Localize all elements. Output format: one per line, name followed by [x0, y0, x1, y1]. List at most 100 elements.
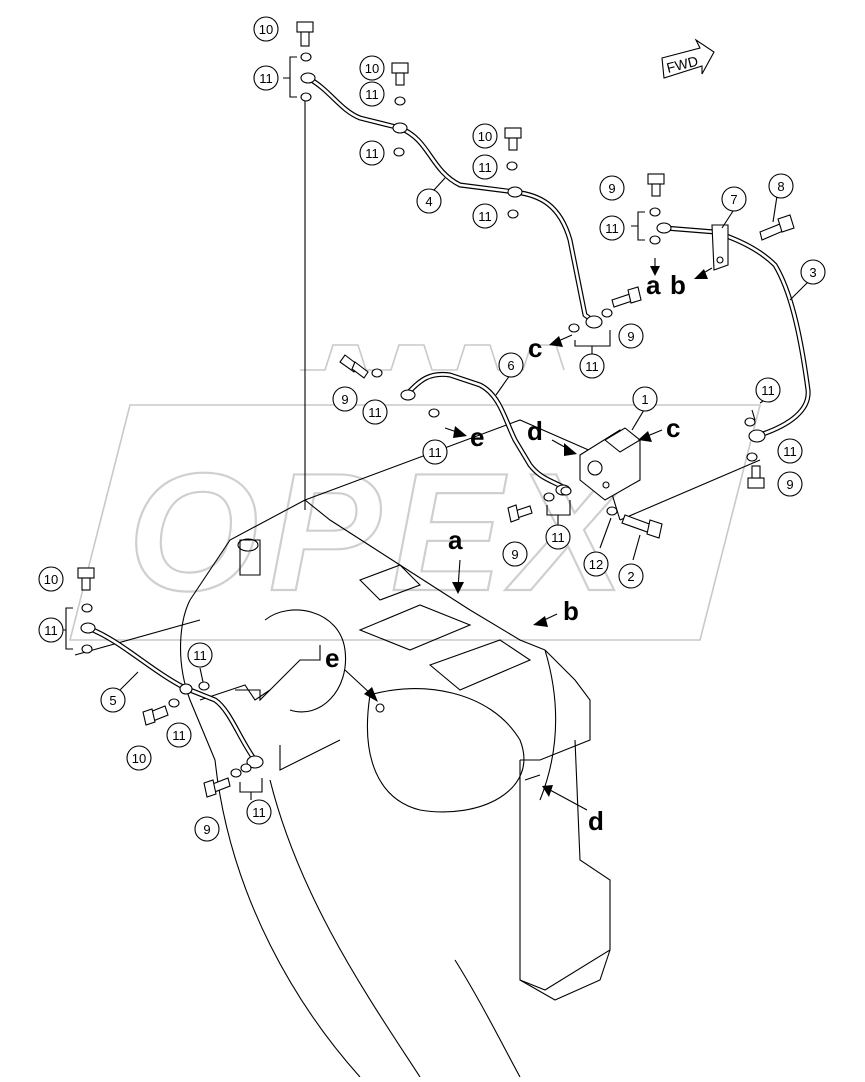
callout-11: 11	[359, 140, 385, 166]
svg-text:11: 11	[193, 648, 207, 663]
pipe-5	[80, 622, 264, 769]
pipe-3	[656, 222, 811, 443]
svg-text:12: 12	[589, 557, 603, 572]
svg-text:11: 11	[551, 530, 565, 545]
bracket-leaders	[59, 56, 809, 800]
svg-text:7: 7	[730, 192, 737, 207]
svg-text:11: 11	[605, 221, 619, 236]
callout-9: 9	[502, 541, 528, 567]
pipe-end-fitting	[585, 315, 603, 329]
callout-11: 11	[38, 617, 64, 643]
svg-text:1: 1	[641, 392, 648, 407]
callout-11: 11	[472, 154, 498, 180]
callout-11: 11	[579, 353, 605, 379]
svg-text:10: 10	[365, 61, 379, 76]
ref-letter-b: b	[563, 596, 579, 626]
reference-letters: a b a b c c d d e e	[325, 270, 686, 836]
svg-text:11: 11	[428, 445, 442, 460]
svg-text:2: 2	[627, 569, 634, 584]
svg-text:11: 11	[783, 444, 797, 459]
svg-text:11: 11	[365, 87, 379, 102]
bolt-9	[747, 465, 765, 489]
bolt-2	[621, 514, 663, 539]
pipe-end-fitting	[400, 389, 416, 401]
bolt-10	[504, 127, 522, 151]
callout-11: 11	[253, 65, 279, 91]
svg-text:11: 11	[365, 146, 379, 161]
callout-4: 4	[416, 188, 442, 214]
callout-11: 11	[187, 642, 213, 668]
callout-11: 11	[422, 439, 448, 465]
fwd-arrow-icon: FWD	[661, 38, 715, 79]
pipe-clamp	[179, 683, 193, 695]
callout-1: 1	[632, 386, 658, 412]
callout-3: 3	[800, 259, 826, 285]
svg-text:8: 8	[777, 179, 784, 194]
pipe-4	[300, 72, 603, 329]
callout-2: 2	[618, 563, 644, 589]
svg-text:9: 9	[608, 181, 615, 196]
callout-11: 11	[246, 799, 272, 825]
callout-10: 10	[359, 55, 385, 81]
watermark: OPEX	[68, 344, 762, 641]
callout-9: 9	[194, 816, 220, 842]
ref-letter-c: c	[666, 413, 680, 443]
clip-7	[711, 224, 729, 271]
pipe-end-fitting	[246, 755, 264, 769]
svg-text:9: 9	[627, 329, 634, 344]
bolt-9	[611, 286, 642, 308]
fwd-label: FWD	[665, 53, 700, 76]
bolt-9	[203, 777, 231, 798]
svg-text:9: 9	[786, 477, 793, 492]
bolt-8	[759, 214, 795, 241]
svg-text:9: 9	[341, 392, 348, 407]
washer-12	[606, 506, 618, 516]
housing-outline	[74, 419, 761, 1078]
bolt-9	[647, 173, 665, 197]
pipe-end-fitting	[748, 429, 766, 443]
callout-8: 8	[768, 173, 794, 199]
ref-letter-c: c	[528, 333, 542, 363]
pipe-end-fitting	[80, 622, 96, 634]
svg-text:10: 10	[132, 751, 146, 766]
bolt-10	[391, 62, 409, 86]
callout-7: 7	[721, 186, 747, 212]
callout-11: 11	[166, 722, 192, 748]
svg-text:6: 6	[507, 358, 514, 373]
callout-11: 11	[359, 81, 385, 107]
svg-text:10: 10	[44, 572, 58, 587]
callout-11: 11	[777, 438, 803, 464]
svg-text:3: 3	[809, 265, 816, 280]
ref-letter-a: a	[448, 525, 463, 555]
svg-text:9: 9	[511, 547, 518, 562]
bolt-10	[142, 705, 169, 726]
bolt-9	[507, 504, 533, 523]
svg-text:5: 5	[109, 693, 116, 708]
reference-arrows	[344, 258, 713, 811]
svg-text:10: 10	[478, 129, 492, 144]
svg-text:11: 11	[585, 359, 599, 374]
callout-11: 11	[472, 203, 498, 229]
callout-11: 11	[755, 377, 781, 403]
ref-letter-a: a	[646, 270, 661, 300]
callout-10: 10	[472, 123, 498, 149]
callout-5: 5	[100, 687, 126, 713]
svg-text:9: 9	[203, 822, 210, 837]
washer-group	[81, 52, 758, 778]
bolt-10	[296, 21, 314, 47]
svg-text:11: 11	[259, 71, 273, 86]
callout-9: 9	[332, 386, 358, 412]
svg-text:11: 11	[478, 160, 492, 175]
callout-9: 9	[777, 471, 803, 497]
pipe-end-fitting	[656, 222, 672, 234]
ref-letter-e: e	[470, 422, 484, 452]
callout-10: 10	[126, 745, 152, 771]
callout-10: 10	[38, 566, 64, 592]
svg-text:11: 11	[172, 728, 186, 743]
ref-letter-b: b	[670, 270, 686, 300]
callout-11: 11	[545, 524, 571, 550]
ref-letter-d: d	[588, 806, 604, 836]
callout-9: 9	[599, 175, 625, 201]
